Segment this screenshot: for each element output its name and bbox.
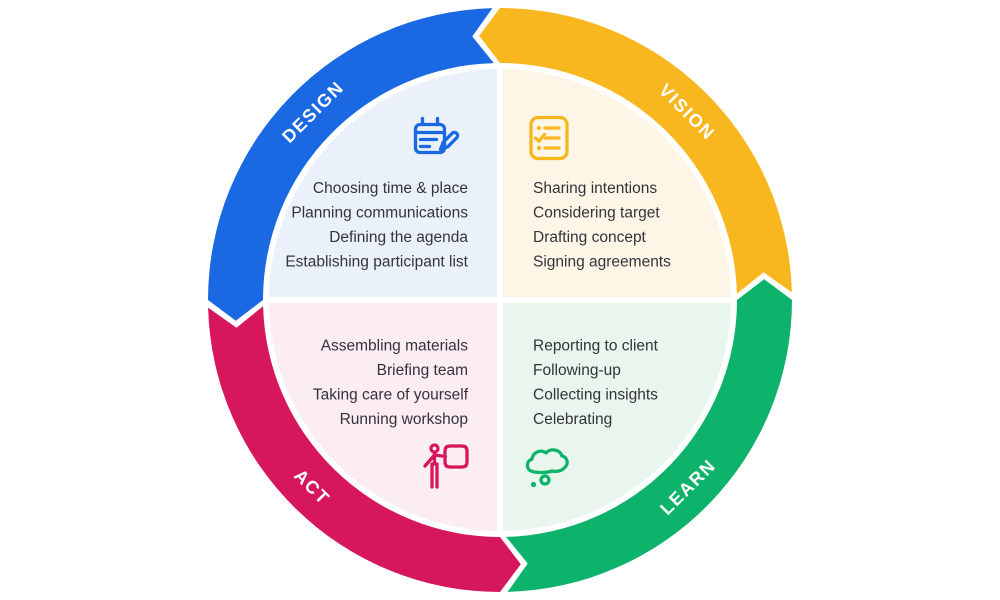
design-item: Planning communications — [291, 205, 468, 222]
presenter-legs — [430, 462, 439, 489]
vision-item: Drafting concept — [533, 229, 647, 246]
presenter-board-icon — [423, 443, 469, 489]
design-item: Defining the agenda — [329, 229, 468, 246]
learn-quadrant-bg — [503, 303, 731, 531]
vision-item: Signing agreements — [533, 254, 671, 271]
design-item: Choosing time & place — [313, 180, 468, 197]
design-arc-segment — [208, 8, 494, 321]
checklist-icon — [529, 115, 569, 161]
vision-quadrant-bg — [503, 69, 731, 297]
notepad-note-lines — [418, 137, 439, 149]
presenter-right-arm — [432, 453, 448, 459]
act-item: Running workshop — [340, 411, 468, 428]
checkmark — [533, 132, 547, 143]
thought-bubble-ring — [539, 474, 551, 486]
learn-item: Celebrating — [533, 411, 612, 428]
notepad-pencil-icon — [413, 116, 460, 155]
learn-arc-segment — [506, 279, 792, 592]
design-item: Establishing participant list — [285, 254, 468, 271]
act-item: Briefing team — [377, 362, 468, 379]
learn-item: Following-up — [533, 362, 621, 379]
notepad-body — [413, 122, 447, 155]
presentation-board — [443, 444, 469, 469]
checklist-bullet-1 — [536, 125, 542, 131]
act-arc-segment — [208, 306, 521, 592]
pencil — [438, 130, 460, 152]
act-item: Taking care of yourself — [313, 387, 469, 404]
vision-arc-segment — [479, 8, 792, 294]
notepad-tabs — [420, 116, 440, 127]
act-quadrant-bg — [269, 303, 497, 531]
thought-cloud-icon — [525, 448, 569, 488]
cloud-shape — [525, 448, 569, 475]
vision-item: Considering target — [533, 205, 660, 222]
presenter-left-arm — [423, 453, 437, 468]
checklist-bullet-3 — [536, 145, 542, 151]
learn-item: Collecting insights — [533, 387, 658, 404]
learn-item: Reporting to client — [533, 338, 659, 355]
thought-bubble-dot — [530, 481, 537, 488]
vision-item: Sharing intentions — [533, 180, 657, 197]
act-item: Assembling materials — [321, 338, 469, 355]
checklist-frame — [529, 115, 569, 161]
